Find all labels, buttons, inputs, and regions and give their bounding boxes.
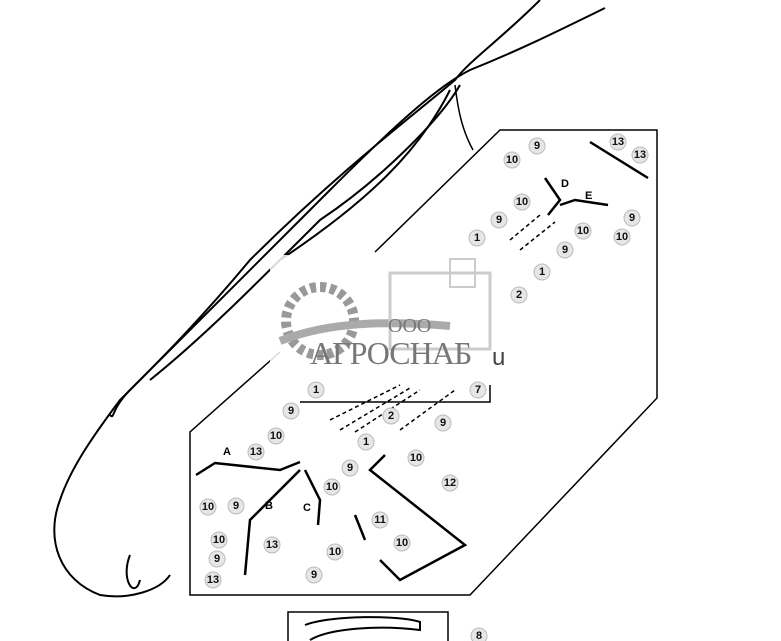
callout: 9 — [629, 212, 635, 224]
callout: 1 — [363, 436, 369, 448]
hose-coil — [304, 616, 421, 641]
callout: 9 — [562, 244, 568, 256]
watermark-suffix: u — [492, 344, 506, 371]
line-label: A — [223, 446, 231, 458]
callout: 9 — [288, 405, 294, 417]
line-label: C — [303, 502, 311, 514]
callout: 10 — [516, 196, 528, 208]
callout: 13 — [250, 446, 262, 458]
callout: 10 — [410, 452, 422, 464]
line-label: D — [561, 178, 569, 190]
callout: 13 — [612, 136, 624, 148]
callout: 1 — [474, 232, 480, 244]
callout: 9 — [440, 417, 446, 429]
callout: 2 — [388, 410, 394, 422]
callout: 10 — [329, 546, 341, 558]
callout: 13 — [207, 574, 219, 586]
callout: 13 — [634, 149, 646, 161]
callout: 1 — [313, 384, 319, 396]
callout: 9 — [534, 140, 540, 152]
callout: 1 — [539, 266, 545, 278]
callout: 9 — [347, 462, 353, 474]
watermark-name: АГРОСНАБ — [310, 335, 472, 371]
watermark-prefix: ООО — [388, 315, 432, 337]
callout: 10 — [213, 534, 225, 546]
line-label: B — [265, 500, 273, 512]
callout: 7 — [475, 384, 481, 396]
hydraulic-lines — [195, 140, 649, 582]
callout: 10 — [396, 537, 408, 549]
callout: 10 — [270, 430, 282, 442]
callouts-bottom: 1 7 2 9 9 10 1 13 9 10 10 12 10 9 11 10 … — [199, 381, 488, 641]
callout: 9 — [496, 214, 502, 226]
callout: 10 — [506, 154, 518, 166]
callout: 10 — [202, 501, 214, 513]
callout: 9 — [233, 500, 239, 512]
callout: 11 — [374, 514, 386, 526]
harness-lines — [53, 0, 606, 598]
callouts-top: 9 13 10 13 10 9 9 10 10 1 9 1 2 — [468, 133, 649, 304]
callout: 8 — [476, 630, 482, 641]
watermark: ООО АГРОСНАБ u — [270, 255, 508, 380]
watermark-logo-icon — [278, 258, 492, 360]
callout: 2 — [516, 289, 522, 301]
callout: 9 — [214, 553, 220, 565]
frame-outline — [189, 129, 658, 641]
callout: 12 — [444, 477, 456, 489]
callout: 10 — [326, 481, 338, 493]
callout: 10 — [577, 225, 589, 237]
callout: 13 — [266, 539, 278, 551]
line-label: E — [585, 190, 592, 202]
callout: 10 — [616, 231, 628, 243]
callout: 9 — [311, 569, 317, 581]
